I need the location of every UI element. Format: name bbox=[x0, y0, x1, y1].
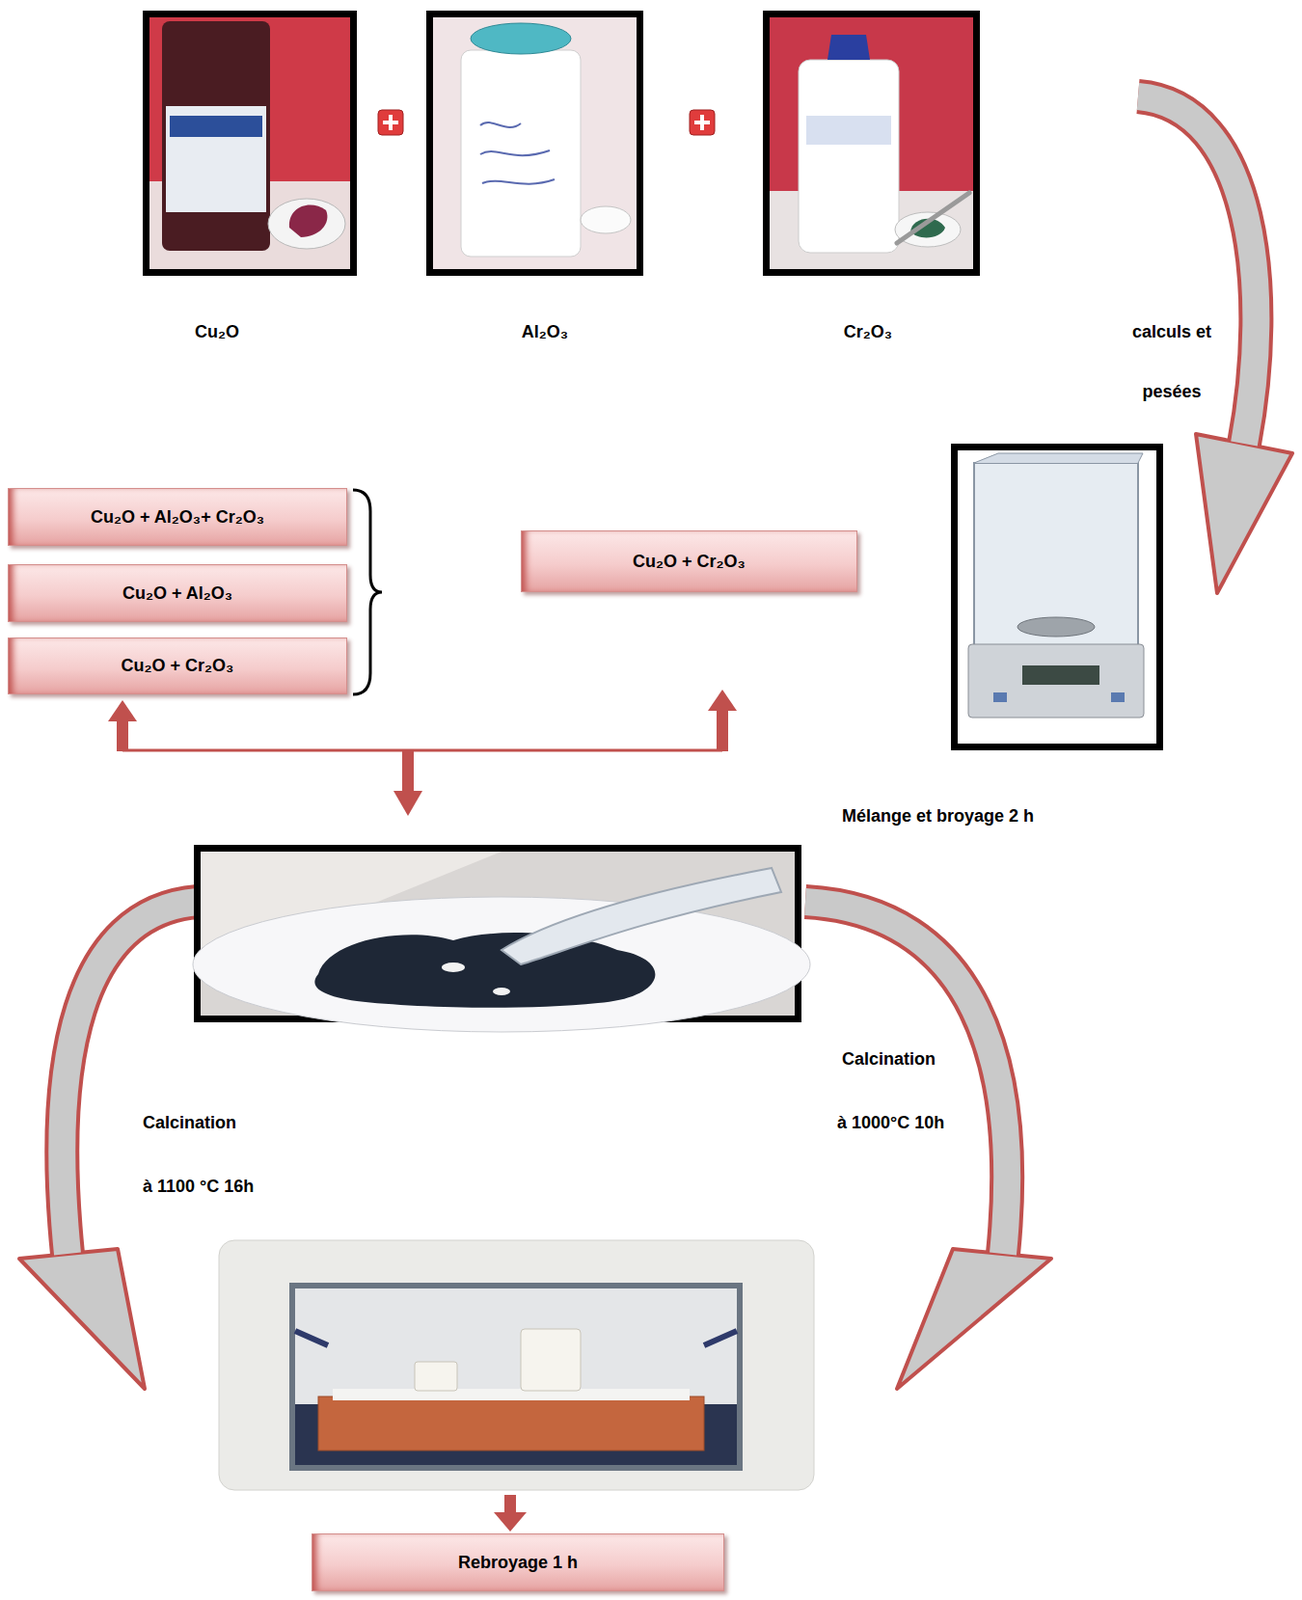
dish bbox=[580, 206, 631, 234]
photo-frame bbox=[142, 10, 357, 276]
mixture-photo bbox=[192, 844, 811, 1032]
step-box: Cu₂O + Cr₂O₃ bbox=[7, 637, 348, 695]
step-text: Cu₂O + Cr₂O₃ bbox=[632, 551, 746, 572]
powder-gap bbox=[441, 962, 465, 973]
reagent-photo bbox=[762, 10, 980, 276]
plate bbox=[332, 1388, 690, 1401]
furnace-body bbox=[218, 1240, 814, 1491]
spatula bbox=[896, 192, 970, 244]
step-label: calculs et pesées bbox=[1123, 301, 1221, 422]
step-box: Rebroyage 1 h bbox=[311, 1533, 725, 1592]
step-label: Calcination bbox=[142, 1110, 307, 1136]
step-text: Cu₂O + Cr₂O₃ bbox=[121, 655, 235, 677]
step-label: Calcination bbox=[841, 1046, 977, 1072]
plus-cross bbox=[694, 114, 710, 131]
bottle-label bbox=[806, 115, 892, 145]
arrow-head bbox=[108, 700, 137, 722]
bottle-cap bbox=[827, 34, 870, 60]
plus-symbol bbox=[689, 109, 715, 136]
display bbox=[1022, 665, 1100, 685]
brick bbox=[318, 1396, 705, 1451]
arrow-band bbox=[61, 901, 198, 1254]
crucible bbox=[414, 1361, 458, 1391]
button bbox=[1111, 692, 1125, 703]
arrow-head bbox=[707, 689, 737, 711]
plus-background bbox=[689, 109, 715, 136]
plus-symbol bbox=[378, 109, 404, 136]
step-box: Cu₂O + Al₂O₃ bbox=[7, 564, 348, 623]
powder-gap bbox=[492, 987, 511, 996]
bottle-label bbox=[165, 106, 267, 213]
balance-photo bbox=[950, 443, 1164, 751]
enclosure-top bbox=[974, 453, 1143, 463]
bottle bbox=[461, 50, 581, 257]
plus-cross bbox=[382, 114, 399, 131]
step-label: Cr₂O₃ bbox=[810, 319, 926, 345]
chamber-back bbox=[295, 1288, 737, 1405]
arrow-band bbox=[805, 901, 1007, 1254]
balance-base bbox=[968, 644, 1144, 718]
curved-arrow bbox=[805, 901, 1052, 1389]
photo-frame bbox=[426, 10, 644, 276]
arrow-head bbox=[393, 790, 423, 816]
powder bbox=[289, 204, 328, 238]
spatula bbox=[501, 868, 782, 965]
arrow-shaft bbox=[716, 706, 729, 752]
bottle-label-band bbox=[169, 115, 263, 137]
curved-arrow bbox=[19, 901, 198, 1389]
branch-arrows bbox=[108, 689, 737, 816]
photo-frame bbox=[762, 10, 980, 276]
reagent-photo bbox=[142, 10, 357, 276]
down-arrow bbox=[493, 1494, 527, 1532]
step-label: à 1100 °C 16h bbox=[142, 1173, 307, 1199]
photo-background bbox=[957, 450, 1157, 744]
bottle-cap bbox=[470, 23, 571, 55]
arrow-shaft bbox=[116, 717, 129, 752]
bottle bbox=[162, 21, 271, 251]
dish bbox=[895, 212, 961, 247]
reagent-photo bbox=[426, 10, 644, 276]
weighing-pan bbox=[1017, 617, 1095, 637]
crucible bbox=[520, 1329, 581, 1391]
step-text: Cu₂O + Al₂O₃+ Cr₂O₃ bbox=[90, 507, 265, 528]
arrow-band bbox=[61, 901, 198, 1254]
branch-line bbox=[122, 749, 723, 753]
furnace-photo bbox=[218, 1240, 814, 1491]
photo-background bbox=[433, 17, 637, 270]
bottle bbox=[798, 59, 899, 253]
powder bbox=[314, 932, 655, 1008]
arrow-head bbox=[493, 1512, 527, 1532]
step-box: Cu₂O + Cr₂O₃ bbox=[520, 530, 858, 593]
plus-background bbox=[378, 109, 404, 136]
arrow-shaft bbox=[402, 749, 414, 793]
step-label: Mélange et broyage 2 h bbox=[841, 803, 1093, 829]
arrow-head bbox=[896, 1248, 1052, 1389]
step-text: Cu₂O + Al₂O₃ bbox=[122, 583, 233, 604]
heating-element bbox=[295, 1330, 737, 1346]
arrow-head bbox=[1195, 434, 1293, 594]
brace bbox=[352, 489, 382, 695]
dish bbox=[268, 198, 346, 249]
arrow-shaft bbox=[504, 1494, 516, 1515]
plate bbox=[192, 896, 811, 1032]
furnace-chamber bbox=[289, 1282, 743, 1471]
button bbox=[993, 692, 1007, 703]
step-label: Cu₂O bbox=[159, 319, 275, 345]
step-text: Rebroyage 1 h bbox=[458, 1552, 578, 1574]
photo-frame bbox=[950, 443, 1164, 751]
arrow-head bbox=[19, 1248, 145, 1389]
step-label: Al₂O₃ bbox=[487, 319, 603, 345]
step-box: Cu₂O + Al₂O₃+ Cr₂O₃ bbox=[7, 488, 348, 546]
step-label: à 1000°C 10h bbox=[837, 1110, 973, 1136]
arrow-band bbox=[805, 901, 1007, 1254]
glass-enclosure bbox=[974, 462, 1139, 647]
handwriting bbox=[480, 122, 555, 185]
